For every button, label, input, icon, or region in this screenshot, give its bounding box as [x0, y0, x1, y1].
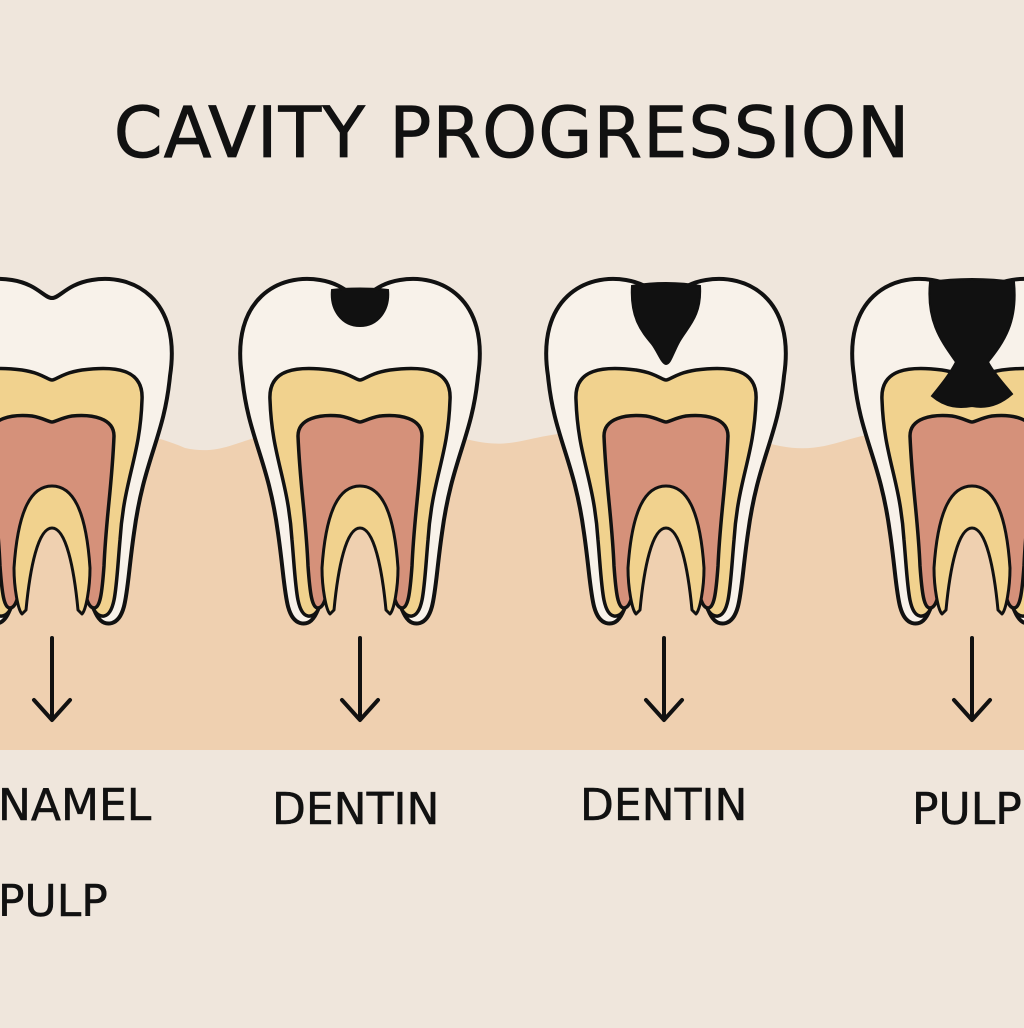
- stage-4-label: PULP: [912, 784, 1022, 836]
- tooth-stage-2: [238, 276, 482, 626]
- stage-1-label-secondary: PULP: [0, 876, 108, 928]
- arrow-down-icon-stage-4: [952, 636, 992, 722]
- decay-spot: [630, 282, 702, 366]
- tooth-stage-4: [850, 276, 1024, 626]
- gum-band: [0, 418, 1024, 750]
- decay-spot: [928, 278, 1016, 408]
- arrow-down-icon-stage-2: [340, 636, 380, 722]
- arrow-down-icon-stage-1: [32, 636, 72, 722]
- arrow-down-icon-stage-3: [644, 636, 684, 722]
- decay-spot: [330, 287, 390, 328]
- stage-3-label: DENTIN: [580, 780, 748, 832]
- tooth-stage-3: [544, 276, 788, 626]
- page-title: CAVITY PROGRESSION: [113, 92, 911, 175]
- stage-2-label: DENTIN: [272, 784, 440, 836]
- stage-1-label: NAMEL: [0, 780, 152, 832]
